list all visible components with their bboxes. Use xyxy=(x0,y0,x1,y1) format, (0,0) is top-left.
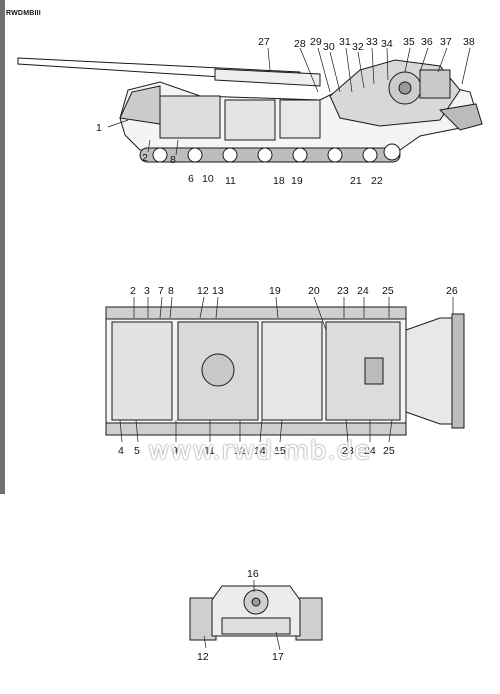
callout-25: 25 xyxy=(383,445,395,457)
callout-9: 9 xyxy=(172,445,178,457)
callout-35: 35 xyxy=(403,36,415,48)
callout-15: 15 xyxy=(274,445,286,457)
callout-2: 2 xyxy=(142,152,148,164)
road-wheel xyxy=(362,147,378,163)
gun-platform xyxy=(325,321,401,421)
callout-28: 28 xyxy=(294,38,306,50)
callout-36: 36 xyxy=(421,36,433,48)
spade xyxy=(438,103,483,131)
road-wheel xyxy=(152,147,168,163)
callout-16: 16 xyxy=(247,568,259,580)
side-view: 27 28 29 30 31 32 33 34 35 36 37 38 1 2 … xyxy=(17,36,483,187)
sheet-header: RWDMBIII xyxy=(6,10,41,17)
spade-blade xyxy=(451,313,465,429)
callout-19: 19 xyxy=(291,175,303,187)
callout-24: 24 xyxy=(364,445,376,457)
road-wheel xyxy=(257,147,273,163)
front-gear-hub xyxy=(251,597,261,607)
page-edge-bar xyxy=(0,0,5,494)
leader-lines xyxy=(107,47,471,156)
callout-26: 26 xyxy=(446,285,458,297)
callout-17: 17 xyxy=(272,651,284,663)
front-plate xyxy=(221,617,291,635)
callout-10: 10 xyxy=(202,173,214,185)
callout-25: 25 xyxy=(382,285,394,297)
callout-21: 21 xyxy=(350,175,362,187)
road-wheels xyxy=(152,143,401,163)
callout-11: 11 xyxy=(204,445,215,457)
callout-30: 30 xyxy=(323,41,335,53)
callout-37: 37 xyxy=(440,36,452,48)
left-track-plan xyxy=(105,306,407,320)
callout-27: 27 xyxy=(258,36,270,48)
callout-6: 6 xyxy=(188,173,194,185)
callout-29: 29 xyxy=(310,36,322,48)
road-wheel xyxy=(383,143,401,161)
transmission-bay xyxy=(261,321,323,421)
callout-14: 14 xyxy=(254,445,266,457)
front-leader-lines xyxy=(203,580,281,651)
ammo-rack xyxy=(364,357,384,385)
callout-22: 22 xyxy=(371,175,383,187)
callout-31: 31 xyxy=(339,36,351,48)
callout-5: 5 xyxy=(134,445,140,457)
plan-view: 2 3 7 8 12 13 19 20 23 24 25 26 4 5 9 11… xyxy=(105,285,465,457)
watermark: www.rwd-mb.de xyxy=(148,436,372,466)
callout-23: 23 xyxy=(337,285,349,297)
engine-compartment xyxy=(159,95,221,139)
side-view-callouts: 27 28 29 30 31 32 33 34 35 36 37 38 1 2 … xyxy=(96,36,475,187)
callout-23: 23 xyxy=(342,445,354,457)
plan-leader-lines xyxy=(119,296,454,443)
loading-mechanism xyxy=(419,69,451,99)
callout-18: 18 xyxy=(273,175,285,187)
driver-compartment xyxy=(111,321,173,421)
road-wheel xyxy=(222,147,238,163)
road-wheel xyxy=(292,147,308,163)
callout-12: 12 xyxy=(197,651,209,663)
callout-1: 1 xyxy=(96,122,102,134)
front-view: 16 12 17 xyxy=(189,568,323,663)
callout-11: 11 xyxy=(225,175,236,187)
callout-12: 12 xyxy=(197,285,209,297)
barrel-jacket xyxy=(214,68,321,87)
road-wheel xyxy=(187,147,203,163)
callout-24: 24 xyxy=(357,285,369,297)
crew-compartment xyxy=(279,99,321,139)
callout-32: 32 xyxy=(352,41,364,53)
callout-19: 19 xyxy=(269,285,281,297)
road-wheel xyxy=(327,147,343,163)
right-track-plan xyxy=(105,422,407,436)
callout-3: 3 xyxy=(144,285,150,297)
front-view-callouts: 16 12 17 xyxy=(197,568,284,663)
callout-7: 7 xyxy=(158,285,164,297)
callout-33: 33 xyxy=(366,36,378,48)
callout-8: 8 xyxy=(170,154,176,166)
front-glacis xyxy=(119,85,161,125)
transmission-block xyxy=(224,99,276,141)
callout-20: 20 xyxy=(308,285,320,297)
callout-13: 13 xyxy=(212,285,224,297)
callout-12: 12 xyxy=(234,445,246,457)
plan-view-callouts: 2 3 7 8 12 13 19 20 23 24 25 26 4 5 9 11… xyxy=(118,285,458,457)
callout-38: 38 xyxy=(463,36,475,48)
callout-2: 2 xyxy=(130,285,136,297)
fan xyxy=(201,353,235,387)
callout-4: 4 xyxy=(118,445,124,457)
elevation-gear-hub xyxy=(398,81,412,95)
callout-8: 8 xyxy=(168,285,174,297)
callout-34: 34 xyxy=(381,38,393,50)
